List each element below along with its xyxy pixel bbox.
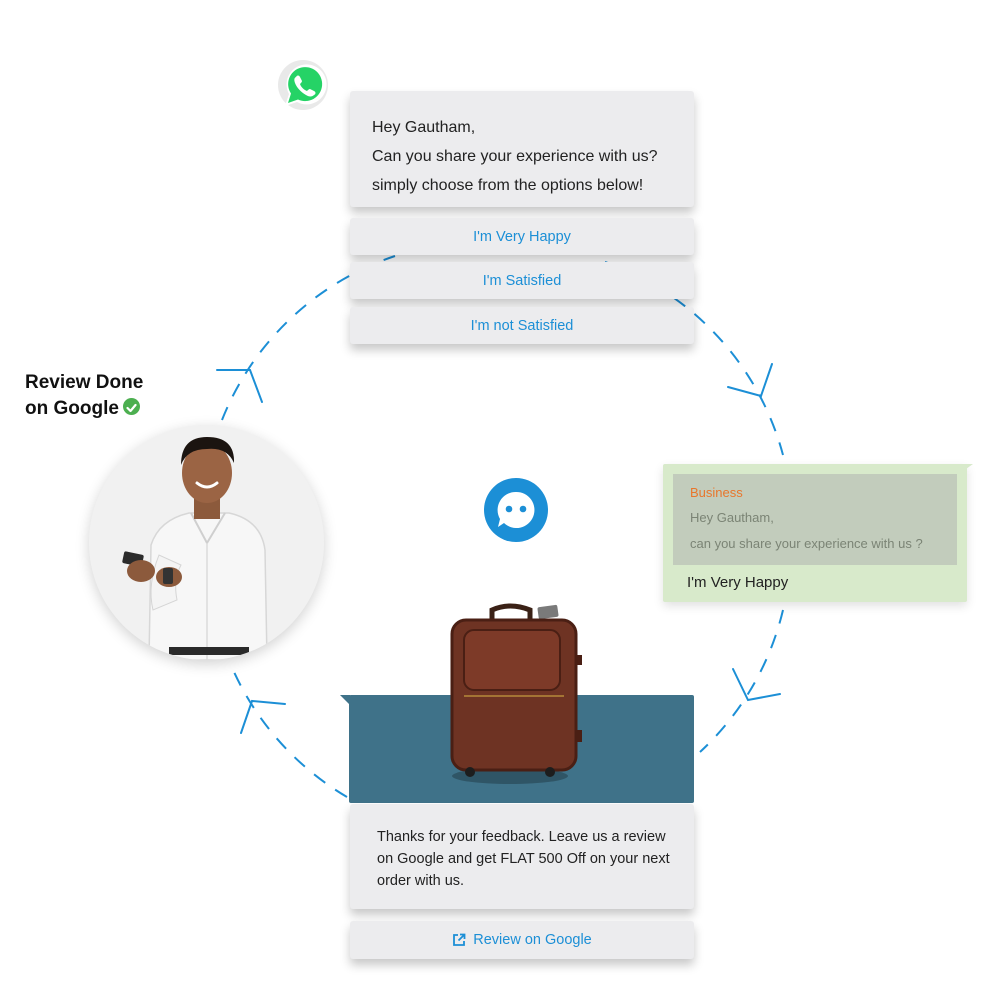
option-satisfied-button[interactable]: I'm Satisfied [350,262,694,299]
quoted-message: Business Hey Gautham, can you share your… [673,474,957,565]
review-on-google-button[interactable]: Review on Google [350,921,694,959]
offer-message-card: Thanks for your feedback. Leave us a rev… [350,804,694,909]
banner-tail [340,695,350,705]
review-status-line1: Review Done [25,372,144,393]
greeting-line: simply choose from the options below! [372,177,644,194]
verified-check-icon [122,398,140,415]
flow-arrow-right-bottom [732,668,781,702]
whatsapp-icon [278,60,328,110]
chat-bot-icon [484,478,548,542]
suitcase-image [450,603,582,784]
flow-arrow-left-bottom [240,699,286,734]
flow-arc-bottom-left [233,671,348,798]
greeting-line: Can you share your experience with us? [372,148,658,165]
flow-arrow-left-top [216,369,263,403]
bubble-tail [959,464,973,474]
flow-arc-right-lower [699,609,784,753]
greeting-line: Hey Gautham, [372,119,476,136]
review-status-label: Review Done on Google [25,370,143,422]
greeting-message-text: Hey Gautham, Can you share your experien… [372,113,658,200]
review-status-line2: on Google [25,398,119,419]
option-not-satisfied-button[interactable]: I'm not Satisfied [350,307,694,344]
external-link-icon [453,933,466,946]
customer-reply-bubble: Business Hey Gautham, can you share your… [663,464,973,602]
quoted-line: can you share your experience with us ? [690,536,923,551]
quoted-line: Hey Gautham, [690,510,774,525]
reply-text: I'm Very Happy [687,574,789,591]
quoted-sender: Business [690,485,743,500]
flow-arrow-right-top [727,363,773,398]
customer-illustration [89,425,324,660]
option-very-happy-button[interactable]: I'm Very Happy [350,218,694,255]
greeting-message-card: Hey Gautham, Can you share your experien… [350,91,694,207]
customer-avatar [89,425,324,660]
review-on-google-label: Review on Google [473,932,592,948]
offer-message-text: Thanks for your feedback. Leave us a rev… [377,829,670,889]
